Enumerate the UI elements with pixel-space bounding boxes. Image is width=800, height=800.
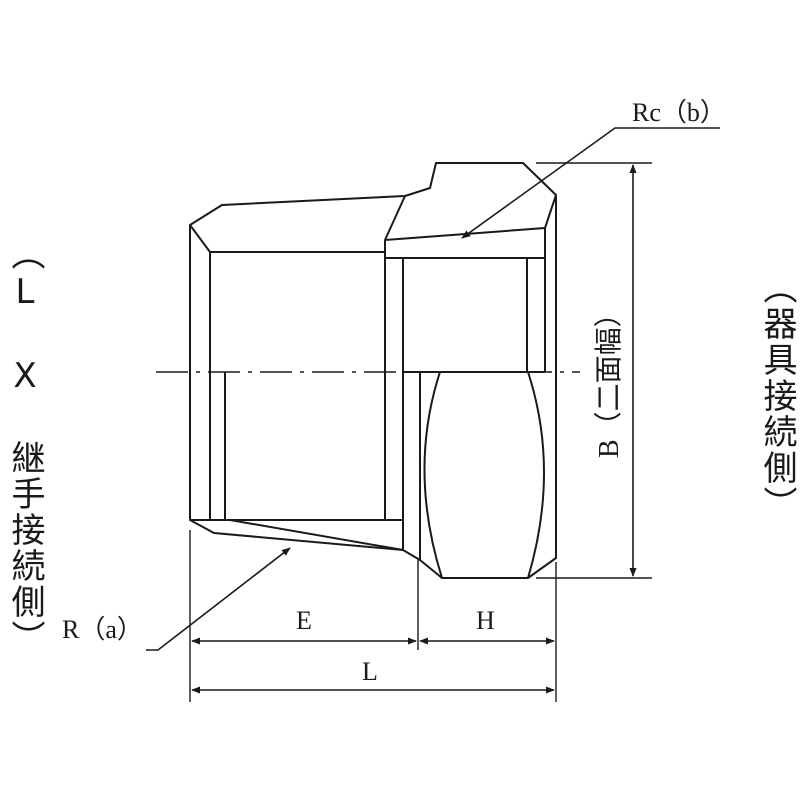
left-side-label: （L X 継手接続側） — [5, 236, 45, 656]
male-thread-section — [189, 195, 406, 521]
rc-label: Rc（b） — [632, 98, 726, 127]
hex-body — [384, 194, 557, 372]
leader-r — [146, 547, 291, 651]
e-label: E — [296, 606, 312, 635]
r-label: R（a） — [62, 615, 143, 644]
l-label: L — [362, 657, 378, 686]
body-outline — [189, 162, 557, 579]
right-side-label: （器具接続側） — [757, 270, 797, 522]
leader-rc — [461, 127, 720, 239]
h-label: H — [476, 606, 495, 635]
male-thread-lower — [210, 372, 404, 551]
b-label: B（二面幅） — [593, 299, 625, 458]
hex-flats — [402, 371, 545, 579]
